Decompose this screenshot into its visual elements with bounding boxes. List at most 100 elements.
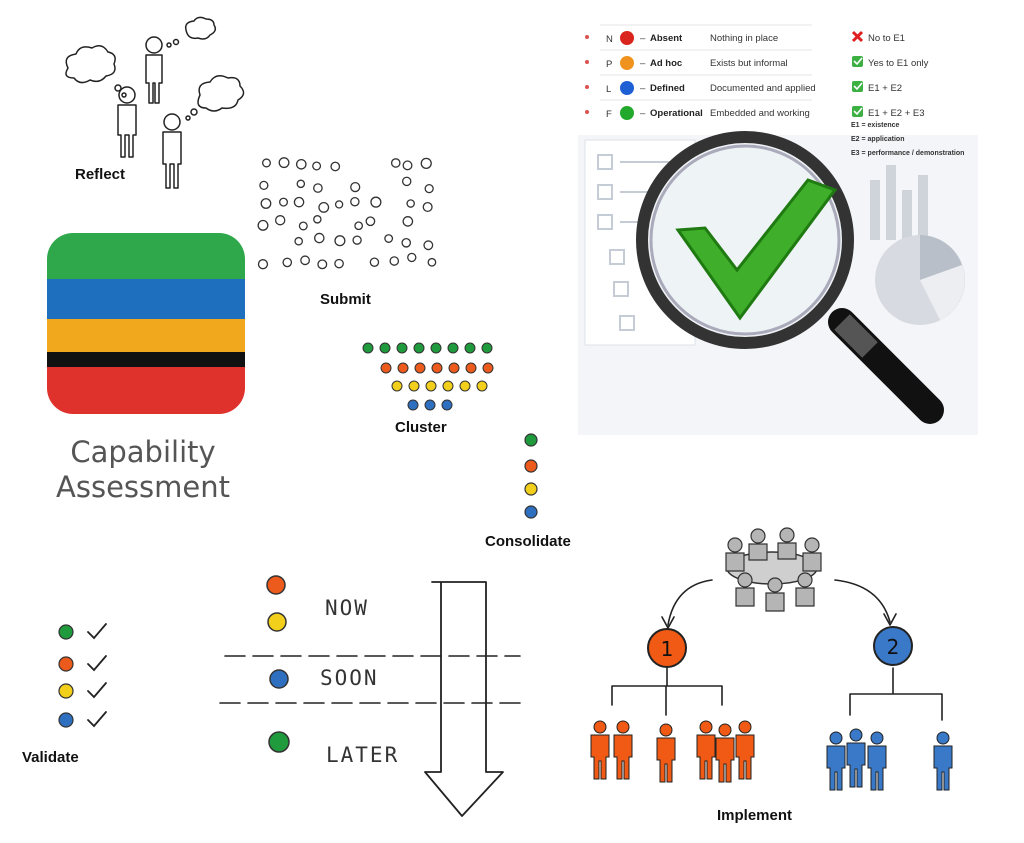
evidence-note: E3 = performance / demonstration: [851, 150, 964, 157]
check-icon: [87, 623, 107, 640]
priority-dot-now-orange: [266, 575, 286, 595]
consolidate-dot: [524, 459, 538, 473]
legend-separator: –: [640, 33, 646, 44]
cluster-dot: [448, 362, 460, 374]
idea-circle: [261, 158, 272, 168]
idea-circle: [334, 258, 344, 269]
idea-circle: [334, 200, 344, 209]
checkmark-icon: [675, 178, 838, 321]
cluster-dot: [459, 380, 471, 392]
person-icon: [867, 745, 887, 791]
idea-circle: [390, 158, 401, 168]
person-icon: [117, 36, 182, 189]
check-icon: [87, 682, 107, 699]
status-operational-icon: [620, 106, 634, 120]
legend-code: N: [606, 34, 613, 45]
idea-circle: [300, 255, 310, 266]
legend-level-description: Embedded and working: [710, 108, 810, 119]
logo-stripe: [47, 233, 245, 279]
cluster-dot: [391, 380, 403, 392]
idea-circle: [334, 235, 346, 247]
legend-level-name: Operational: [650, 108, 703, 119]
consolidate-dot: [524, 433, 538, 447]
idea-circle: [296, 179, 306, 189]
idea-circle: [352, 235, 362, 245]
implementation-teams: [590, 720, 953, 791]
consolidate-dot: [524, 505, 538, 519]
priority-dot-soon-blue: [269, 669, 289, 689]
cluster-dot: [414, 362, 426, 374]
legend-level-name: Defined: [650, 83, 685, 94]
priority-dot-later-green: [268, 731, 290, 753]
logo-stripe: [47, 367, 245, 414]
priority-soon-label: SOON: [320, 666, 379, 690]
down-arrow-icon: [424, 581, 504, 817]
idea-circle: [257, 259, 269, 270]
validate-label: Validate: [22, 749, 79, 766]
legend-code: F: [606, 109, 612, 120]
idea-circle: [427, 257, 437, 267]
group-1-number: 1: [661, 637, 674, 661]
legend-code: L: [606, 84, 611, 95]
bullet-icon: [585, 35, 589, 39]
idea-circle: [406, 199, 415, 208]
idea-circle: [312, 161, 322, 171]
thought-cloud-icon: [65, 16, 245, 121]
idea-circle: [259, 180, 269, 191]
cluster-dot: [397, 362, 409, 374]
person-icon: [829, 731, 843, 745]
legend-level-name: Absent: [650, 33, 683, 44]
arrow-to-group-2: [834, 579, 891, 623]
idea-circle: [407, 252, 417, 263]
person-icon: [696, 734, 716, 780]
cluster-dots: [362, 342, 494, 411]
idea-circle: [282, 257, 293, 268]
status-absent-icon: [620, 31, 634, 45]
idea-circle: [365, 216, 376, 227]
idea-circle: [389, 256, 400, 266]
implement-label: Implement: [717, 807, 792, 824]
check-icon: [853, 107, 863, 116]
legend-separator: –: [640, 108, 646, 119]
cluster-dot: [380, 362, 392, 374]
idea-circle: [350, 181, 361, 193]
person-icon: [735, 734, 755, 780]
cluster-dot: [482, 362, 494, 374]
idea-circle: [314, 232, 325, 244]
logo-stripe: [47, 319, 245, 352]
priority-later-label: LATER: [326, 743, 399, 767]
validate-checklist: [58, 623, 107, 728]
legend-evidence: E1 + E2: [868, 83, 902, 94]
person-icon: [718, 723, 732, 737]
checkbox-checked-icon: [852, 81, 863, 92]
idea-circle: [401, 237, 412, 248]
cluster-dot: [362, 342, 374, 354]
idea-circle: [294, 236, 304, 246]
person-icon: [826, 745, 846, 791]
cluster-dot: [465, 362, 477, 374]
validate-dot: [58, 656, 74, 672]
person-icon: [590, 734, 610, 780]
person-icon: [738, 720, 752, 734]
validate-dot: [58, 683, 74, 699]
legend-code: P: [606, 59, 612, 70]
logo-stripe: [47, 279, 245, 319]
bullet-icon: [585, 110, 589, 114]
idea-circle: [354, 221, 364, 231]
pie-chart-icon: [875, 235, 965, 325]
person-icon: [849, 728, 863, 742]
idea-circle: [350, 196, 360, 207]
check-icon: [853, 82, 863, 91]
cluster-dot: [408, 380, 420, 392]
checkbox-checked-icon: [852, 106, 863, 117]
idea-circle: [401, 176, 412, 187]
person-icon: [699, 720, 713, 734]
logo-title-line2: Assessment: [56, 470, 230, 504]
consolidate-label: Consolidate: [485, 533, 571, 550]
org-tree-1: [611, 667, 723, 716]
group-2-badge: [873, 626, 913, 666]
cluster-label: Cluster: [395, 419, 447, 436]
legend-evidence: E1 + E2 + E3: [868, 108, 925, 119]
idea-circle: [423, 240, 434, 251]
